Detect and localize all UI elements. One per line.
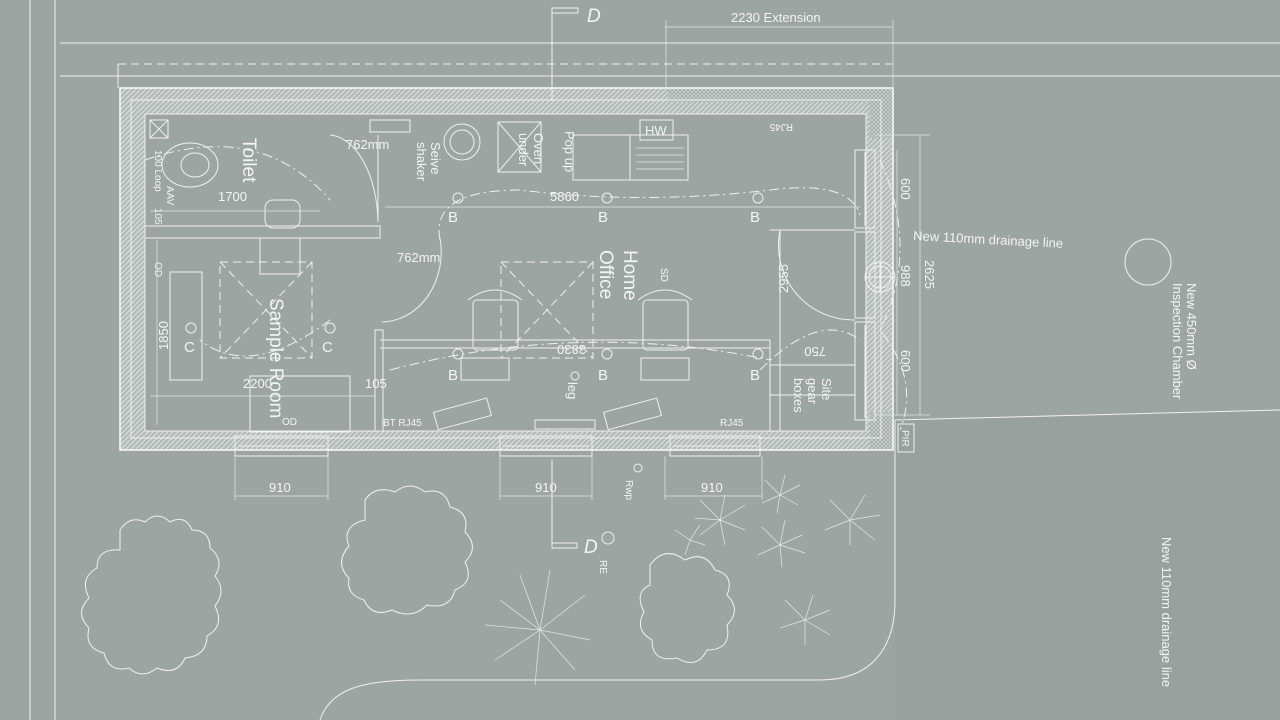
site-gear-label-3: boxes	[791, 378, 806, 413]
light-b-label: B	[750, 209, 760, 226]
site-gear-label-2: gear	[805, 378, 820, 405]
light-fitting: C	[322, 322, 336, 356]
toilet-door-width: 762mm	[346, 137, 389, 152]
dim-750: 750	[804, 344, 826, 359]
light-fitting: B	[598, 192, 613, 226]
labels: 2230 Extension 762mm 762mm Toilet Seive …	[152, 10, 1199, 687]
light-fitting: B	[750, 348, 764, 384]
pir-label: PIR	[899, 430, 910, 447]
oven-label-2: under	[516, 133, 531, 167]
dim-600-top: 600	[898, 178, 913, 200]
dim-600-bottom: 600	[898, 350, 913, 372]
light-fittings: B B B B B B C C	[184, 192, 764, 384]
light-b-label: B	[598, 209, 608, 226]
window-width-3: 910	[701, 480, 723, 495]
leg-label: leg	[565, 382, 580, 399]
section-ref-label: RE	[597, 560, 608, 574]
od-label-bottom: OD	[282, 417, 297, 428]
light-b-label: B	[448, 209, 458, 226]
dim-5860: 5860	[550, 189, 579, 204]
light-b-label: B	[750, 367, 760, 384]
window-width-2: 910	[535, 480, 557, 495]
room-label-office: Office	[595, 250, 616, 299]
dim-2625: 2625	[922, 260, 937, 289]
landscaping	[81, 474, 881, 686]
inspection-chamber-label: New 450mm Ø	[1184, 283, 1199, 370]
light-b-label: B	[598, 367, 608, 384]
inspection-chamber-label-2: Inspection Chamber	[1170, 283, 1185, 400]
site-boundaries	[29, 0, 1280, 720]
od-label-left: OD	[152, 262, 163, 277]
room-label-toilet: Toilet	[238, 138, 259, 183]
rainwater-pipe-label: Rwp	[623, 480, 634, 500]
loop-label: 100 Loop	[152, 150, 163, 192]
bt-rj45-label: BT RJ45	[383, 418, 422, 429]
extension-dimension: 2230 Extension	[731, 10, 821, 25]
light-fitting: B	[448, 192, 464, 226]
dim-2200: 2200	[243, 376, 272, 391]
dimension-lines	[150, 20, 930, 500]
light-c-label: C	[184, 339, 195, 356]
section-mark-bottom: D	[584, 537, 598, 558]
drainage-line-label: New 110mm drainage line	[913, 228, 1064, 251]
office-door-width: 762mm	[397, 250, 440, 265]
dim-988: 988	[898, 265, 913, 287]
seive-shaker-label-2: shaker	[414, 142, 429, 182]
light-fitting: B	[750, 192, 764, 226]
site-gear-label: Site	[819, 378, 834, 400]
drainage-line-label-bottom: New 110mm drainage line	[1159, 537, 1174, 687]
oven-label: Oven	[531, 133, 546, 164]
hot-water-label: HW	[645, 123, 667, 138]
section-mark-top: D	[587, 6, 601, 27]
pop-up-label: Pop up	[562, 131, 577, 172]
room-label-sample-room: Sample Room	[265, 298, 286, 418]
light-fitting: C	[184, 322, 197, 356]
dim-3830: 3830	[557, 342, 586, 357]
light-b-label: B	[448, 367, 458, 384]
light-c-label: C	[322, 339, 333, 356]
dim-105: 105	[365, 376, 387, 391]
rj45-label-bottom: RJ45	[720, 418, 744, 429]
dim-105-left: 105	[152, 208, 163, 225]
aav-label: AAV	[164, 186, 175, 206]
door-swings	[144, 134, 908, 431]
fixtures	[149, 119, 1172, 473]
dim-1700: 1700	[218, 189, 247, 204]
dim-2955: 2955	[776, 264, 791, 293]
light-fitting: B	[598, 348, 613, 384]
window-width-1: 910	[269, 480, 291, 495]
section-marker-bottom: D RE	[551, 460, 615, 574]
dim-1850: 1850	[156, 321, 171, 350]
seive-shaker-label: Seive	[428, 142, 443, 175]
light-fitting: B	[448, 348, 464, 384]
rj45-label-top: RJ45	[769, 121, 793, 132]
smoke-detector-label: SD	[658, 268, 669, 282]
section-marker-top: D	[551, 6, 601, 100]
room-label-home: Home	[619, 250, 640, 301]
lawn-area	[895, 410, 1280, 720]
